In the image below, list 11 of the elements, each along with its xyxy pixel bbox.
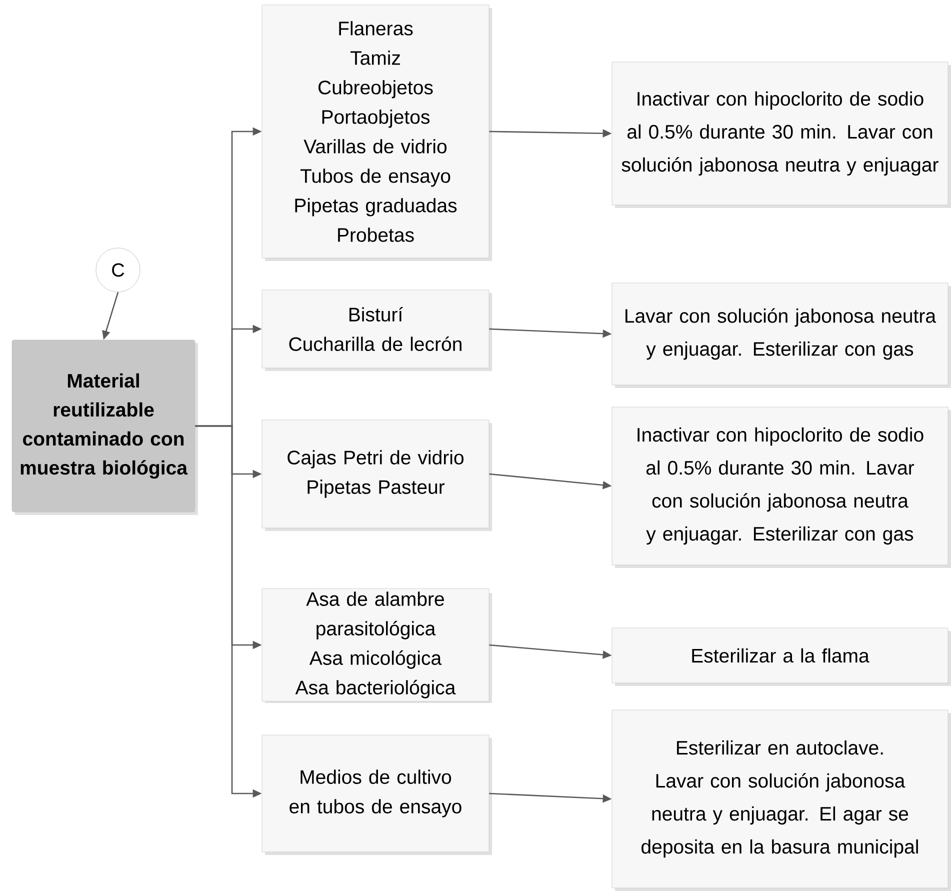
procedure-box: Inactivar con hipoclorito de sodio al 0.5% durante 30 min. Lavar con solución jabonosa neutra y enjuagar. Esterilizar con gas [612,406,948,566]
material-box: Asa de alambre parasitológica Asa micológica Asa bacteriológica [262,588,490,702]
procedure-box: Lavar con solución jabonosa neutra y enjuagar. Esterilizar con gas [612,282,948,386]
material-box: Flaneras Tamiz Cubreobjetos Portaobjetos Varillas de vidrio Tubos de ensayo Pipetas graduadas Probetas [262,4,490,258]
material-box: Medios de cultivo en tubos de ensayo [262,734,490,852]
procedure-box: Esterilizar a la flama [612,628,948,684]
source-box: Material reutilizable contaminado con muestra biológica [12,340,196,512]
material-box: Cajas Petri de vidrio Pipetas Pasteur [262,420,490,528]
procedure-box: Inactivar con hipoclorito de sodio al 0.5% durante 30 min. Lavar con solución jabonosa neutra y enjuagar [612,62,948,206]
material-box: Bisturí Cucharilla de lecrón [262,290,490,368]
procedure-box: Esterilizar en autoclave. Lavar con solución jabonosa neutra y enjuagar. El agar se deposita en la basura municipal [612,710,948,888]
